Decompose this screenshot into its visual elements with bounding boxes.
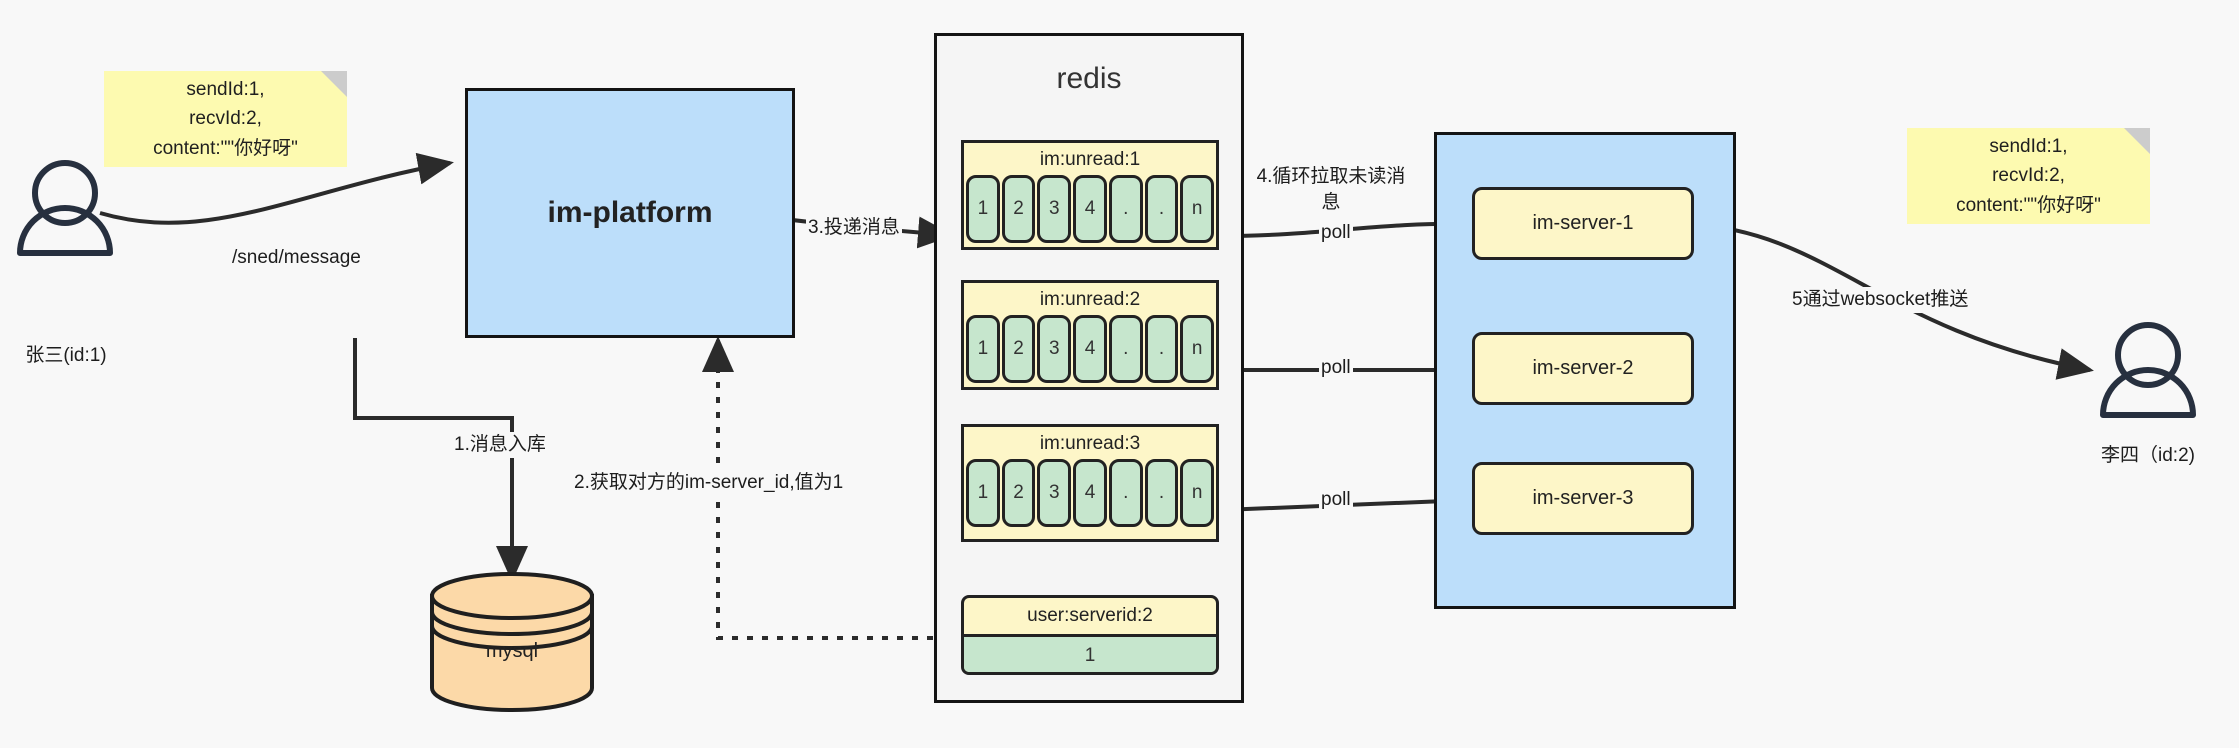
node-im-server-1-label: im-server-1	[1532, 212, 1634, 234]
list-cell[interactable]: 2	[1001, 315, 1036, 383]
list-cell[interactable]: 4	[1073, 459, 1107, 527]
list-cell[interactable]: .	[1108, 175, 1143, 243]
list-cell[interactable]: n	[1180, 175, 1215, 243]
sender-person-icon	[17, 160, 113, 256]
list-cell[interactable]: .	[1144, 315, 1179, 383]
redis-kv-key: user:serverid:2	[964, 598, 1216, 637]
redis-list-1-cells: 1 2 3 4 . . n	[964, 175, 1216, 243]
edge-label-step1: 1.消息入库	[452, 432, 548, 458]
node-im-server-2-label: im-server-2	[1532, 357, 1634, 379]
edge-step1	[353, 338, 528, 582]
edge-label-poll-2: poll	[1319, 355, 1353, 381]
node-mysql[interactable]: mysql	[432, 640, 592, 674]
edge-label-step3: 3.投递消息	[806, 215, 902, 241]
receiver-person-icon	[2100, 322, 2196, 418]
note-fold-corner	[2124, 128, 2150, 154]
note-left-text: sendId:1, recvId:2, content:""你好呀"	[153, 78, 298, 159]
note-right-payload: sendId:1, recvId:2, content:""你好呀"	[1907, 128, 2150, 224]
node-im-platform[interactable]: im-platform	[465, 88, 795, 338]
note-right-text: sendId:1, recvId:2, content:""你好呀"	[1956, 135, 2101, 216]
list-cell[interactable]: 1	[966, 315, 1000, 383]
note-fold-corner	[321, 71, 347, 97]
redis-list-2-cells: 1 2 3 4 . . n	[964, 315, 1216, 383]
note-left-payload: sendId:1, recvId:2, content:""你好呀"	[104, 71, 347, 167]
redis-list-2-key: im:unread:2	[1039, 289, 1141, 310]
list-cell[interactable]: n	[1180, 315, 1215, 383]
edge-label-poll-3: poll	[1319, 487, 1353, 513]
edge-send-message	[99, 152, 454, 225]
list-cell[interactable]: 3	[1037, 175, 1072, 243]
redis-list-unread-2[interactable]: im:unread:2 1 2 3 4 . . n	[961, 280, 1219, 390]
redis-list-unread-3[interactable]: im:unread:3 1 2 3 4 . . n	[961, 424, 1219, 542]
list-cell[interactable]: 2	[1001, 459, 1036, 527]
list-cell[interactable]: 1	[966, 175, 1000, 243]
node-redis-title: redis	[934, 62, 1244, 96]
redis-kv-value: 1	[964, 637, 1216, 672]
list-cell[interactable]: 4	[1073, 315, 1107, 383]
node-im-platform-label: im-platform	[547, 196, 713, 229]
list-cell[interactable]: n	[1180, 459, 1215, 527]
redis-list-1-key: im:unread:1	[1039, 149, 1141, 170]
redis-list-3-key: im:unread:3	[1039, 433, 1141, 454]
list-cell[interactable]: 1	[966, 459, 1000, 527]
list-cell[interactable]: .	[1108, 315, 1143, 383]
node-im-server-2[interactable]: im-server-2	[1472, 332, 1694, 405]
redis-kv-user-serverid[interactable]: user:serverid:2 1	[961, 595, 1219, 675]
list-cell[interactable]: 2	[1001, 175, 1036, 243]
list-cell[interactable]: .	[1144, 175, 1179, 243]
list-cell[interactable]: .	[1108, 459, 1143, 527]
node-im-server-1[interactable]: im-server-1	[1472, 187, 1694, 260]
node-im-server-3[interactable]: im-server-3	[1472, 462, 1694, 535]
redis-list-3-cells: 1 2 3 4 . . n	[964, 459, 1216, 527]
redis-list-unread-1[interactable]: im:unread:1 1 2 3 4 . . n	[961, 140, 1219, 250]
list-cell[interactable]: 4	[1073, 175, 1107, 243]
edge-label-send-message: /sned/message	[230, 245, 363, 271]
node-redis-label: redis	[1056, 62, 1122, 95]
edge-label-step4: 4.循环拉取未读消 息	[1254, 164, 1408, 216]
edge-label-poll-1: poll	[1319, 220, 1353, 246]
list-cell[interactable]: 3	[1037, 315, 1072, 383]
list-cell[interactable]: 3	[1037, 459, 1072, 527]
node-im-server-3-label: im-server-3	[1532, 487, 1634, 509]
actor-sender-label: 张三(id:1)	[25, 345, 107, 366]
edge-label-step5: 5通过websocket推送	[1790, 287, 1971, 313]
node-mysql-label: mysql	[485, 640, 539, 662]
list-cell[interactable]: .	[1144, 459, 1179, 527]
actor-receiver-label: 李四（id:2)	[2101, 445, 2195, 466]
edge-label-step2: 2.获取对方的im-server_id,值为1	[572, 470, 846, 496]
